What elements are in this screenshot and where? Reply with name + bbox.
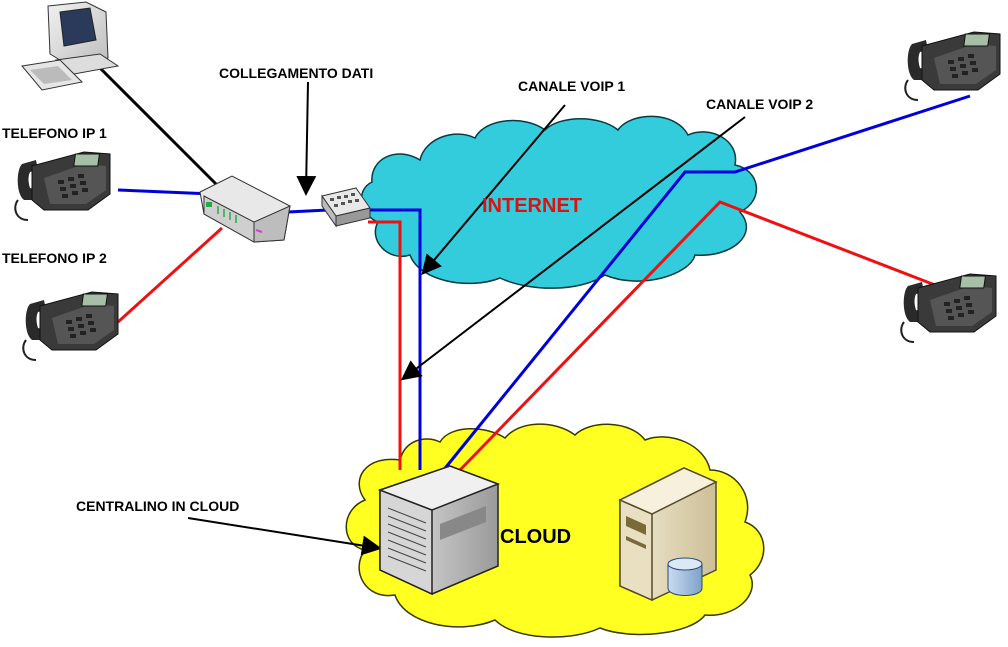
desktop-computer-icon [21,1,120,91]
remote-phone-2-icon [900,273,997,343]
network-switch-icon [321,187,371,228]
data-link-lines [90,58,329,214]
voip-channel-1-lines [117,94,971,473]
label-telefono-ip-2: TELEFONO IP 2 [2,250,107,266]
internet-cloud [360,115,757,289]
remote-phone-1-icon [904,31,1001,101]
label-cloud: CLOUD [500,526,571,548]
ip-phone-1-icon [14,151,111,221]
router-icon [199,175,291,243]
label-internet: INTERNET [482,195,582,217]
ip-phone-2-icon [22,291,120,361]
label-telefono-ip-1: TELEFONO IP 1 [2,125,107,141]
pbx-server-icon [377,465,501,596]
callout-arrows [187,81,746,556]
database-server-icon [618,467,718,602]
voip-channel-2-lines [116,200,936,472]
label-canale-voip-1: CANALE VOIP 1 [518,78,625,94]
label-collegamento-dati: COLLEGAMENTO DATI [219,65,373,81]
label-centralino-in-cloud: CENTRALINO IN CLOUD [76,498,239,514]
label-canale-voip-2: CANALE VOIP 2 [706,96,813,112]
